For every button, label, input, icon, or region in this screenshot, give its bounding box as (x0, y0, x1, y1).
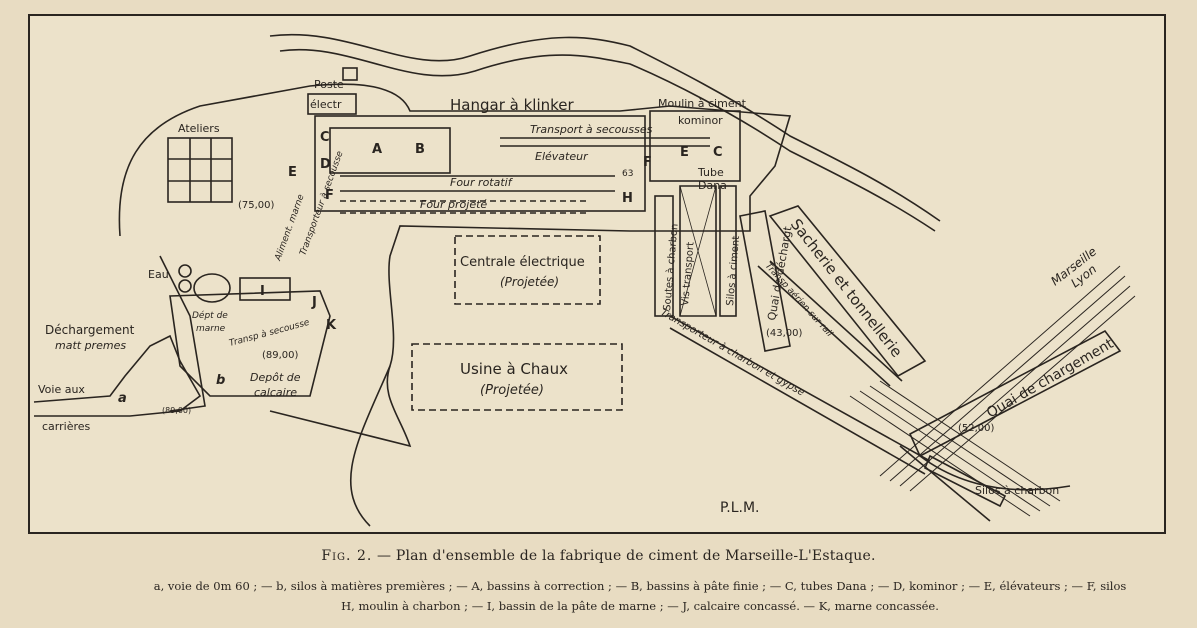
centrale-projetee (454, 235, 601, 305)
label-tube-2: Dana (698, 179, 727, 192)
legend-line-2: H, moulin à charbon ; — I, bassin de la … (341, 599, 939, 613)
label-poste-1: Poste (314, 78, 344, 91)
label-tube-1: Tube (697, 166, 724, 179)
usine-chaux-projetee (411, 343, 623, 411)
letter-B: B (415, 142, 425, 157)
label-depot-marne-1: Dépt de (192, 310, 228, 321)
label-elev-52: (52,00) (958, 423, 995, 434)
letter-J: J (311, 295, 317, 310)
label-ateliers: Ateliers (178, 122, 220, 135)
soutes-charbon (654, 195, 674, 317)
letter-F2: F (643, 155, 652, 170)
label-elev-75: (75,00) (238, 200, 275, 211)
label-transp-secousse: Transp à secousse (228, 318, 311, 349)
figure-number: Fig. 2. (321, 548, 373, 564)
label-hangar: Hangar à klinker (450, 96, 574, 114)
letter-a: a (118, 391, 127, 406)
label-transporteur-charbon: Transporteur à charbon et gypse (659, 306, 807, 398)
label-eau: Eau (148, 268, 169, 281)
poste-electrique (307, 93, 357, 115)
label-centrale-2: (Projetée) (500, 275, 559, 289)
label-quai-chargement: Quai de chargement (984, 336, 1117, 422)
figure-legend: a, voie de 0m 60 ; — b, silos à matières… (140, 576, 1140, 616)
legend-line-1: a, voie de 0m 60 ; — b, silos à matières… (153, 579, 1127, 593)
label-centrale-1: Centrale électrique (460, 255, 585, 270)
label-carrieres: carrières (42, 420, 91, 433)
bassin-marne (239, 277, 291, 301)
letter-I: I (260, 284, 265, 299)
label-voie-aux: Voie aux (38, 383, 85, 396)
voie-carrieres (33, 334, 202, 417)
label-usine-1: Usine à Chaux (460, 360, 568, 378)
label-vis-transport: Vis transport (680, 241, 697, 306)
letter-K: K (326, 318, 337, 333)
hangar-klinker (314, 115, 646, 212)
label-moulin-2: kominor (678, 114, 723, 127)
letter-H: H (622, 191, 633, 206)
label-soutes-charbon: Soutes à charbon (661, 223, 681, 311)
lower-boundary (159, 255, 206, 412)
label-silos-ciment: Silos à ciment (724, 235, 742, 306)
label-transport-secousses: Transport à secousses (530, 123, 653, 136)
label-usine-2: (Projetée) (480, 383, 544, 398)
label-elev-89: (89,00) (262, 350, 299, 361)
label-four-projete: Four projeté (420, 198, 487, 211)
label-poste-2: électr (310, 98, 342, 111)
letter-E2: E (680, 145, 689, 160)
letter-F: F (325, 188, 334, 203)
label-silos-charbon: Silos à charbon (975, 484, 1059, 497)
letter-A: A (372, 142, 382, 157)
ateliers-building (167, 137, 233, 203)
figure-title: — Plan d'ensemble de la fabrique de cime… (376, 548, 876, 564)
label-elev-63: 63 (622, 169, 633, 179)
figure-frame: Ateliers Poste électr Hangar à klinker M… (28, 14, 1166, 534)
label-elevateur: Elévateur (535, 150, 589, 163)
figure-caption-title: Fig. 2. — Plan d'ensemble de la fabrique… (0, 548, 1197, 564)
sacherie-tonnellerie (768, 205, 927, 378)
label-depot-marne-2: marne (196, 324, 226, 334)
label-depot-calcaire-1: Depôt de (250, 371, 301, 384)
quai-dechargement (739, 210, 791, 352)
letter-E: E (288, 165, 297, 180)
quai-chargement (908, 329, 1122, 458)
letter-b: b (216, 373, 225, 388)
letter-C2: C (713, 145, 723, 160)
silos-ciment (719, 185, 737, 317)
label-elev-43: (43,00) (766, 328, 803, 339)
label-sacherie: Sacherie et tonnellerie (787, 215, 906, 360)
site-plan: Ateliers Poste électr Hangar à klinker M… (33, 33, 1136, 527)
letter-C: C (320, 130, 330, 145)
label-elev-89b: (89,00) (162, 406, 191, 415)
letter-D: D (320, 157, 331, 172)
label-plm: P.L.M. (720, 500, 760, 516)
river-bank-upper (269, 33, 941, 222)
label-dechargement-2: matt premes (55, 339, 126, 352)
label-four-rotatif: Four rotatif (450, 176, 514, 189)
label-moulin-1: Moulin à ciment (658, 97, 747, 110)
label-dechargement-1: Déchargement (45, 323, 135, 337)
silos-charbon-structure (923, 454, 1007, 508)
river-bank-lower (279, 48, 936, 232)
label-depot-calcaire-2: calcaire (254, 386, 297, 399)
